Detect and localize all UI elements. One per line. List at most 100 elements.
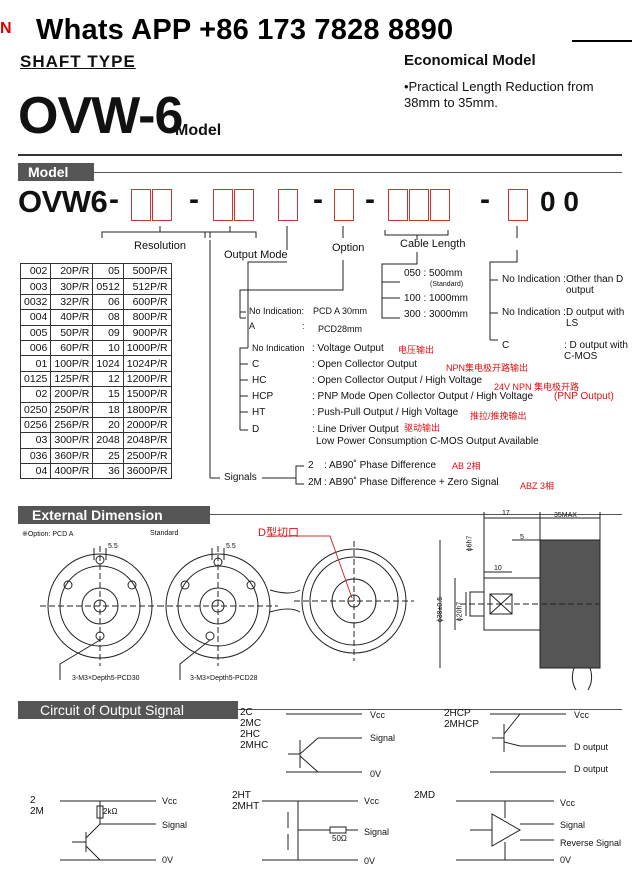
resolution-value: 1500P/R	[122, 386, 172, 403]
title-suffix: Model	[175, 122, 222, 139]
resolution-code: 15	[92, 386, 124, 403]
signal-label: Signal	[364, 827, 390, 837]
signal-2m-code: 2M	[308, 477, 322, 488]
vcc-label: Vcc	[370, 710, 386, 720]
code-box-res-4	[234, 189, 254, 221]
signal-label: Signal	[560, 820, 586, 830]
vcc-label: Vcc	[162, 796, 178, 806]
resolution-value: 2500P/R	[122, 447, 172, 465]
c1-code: 2MC	[240, 718, 262, 729]
resolution-code: 003	[19, 278, 52, 295]
resolution-value: 40P/R	[50, 309, 94, 326]
code-box-output	[278, 189, 298, 221]
resolution-value: 1200P/R	[122, 370, 172, 388]
end-noind-value: Other than D output	[566, 274, 624, 296]
cable-100: 100 : 1000mm	[404, 293, 468, 304]
output-mode-label: Output Mode	[224, 249, 288, 261]
d-output-label: D output	[574, 742, 609, 752]
signal-2m-cn: ABZ 3相	[520, 481, 555, 491]
reverse-signal-label: Reverse Signal	[560, 838, 622, 848]
banner-mark: N	[0, 20, 12, 37]
economical-model-heading: Economical Model	[404, 52, 536, 69]
resolution-code: 06	[92, 293, 124, 311]
om-desc: : PNP Mode Open Collector Output / High …	[312, 391, 534, 402]
external-header-line	[196, 514, 622, 515]
option-colon: :	[302, 321, 305, 331]
resolution-value: 2000P/R	[122, 416, 172, 434]
resolution-code: 0512	[92, 278, 124, 295]
vcc-label: Vcc	[364, 796, 380, 806]
resolution-value: 400P/R	[50, 463, 94, 480]
vcc-label: Vcc	[574, 710, 590, 720]
signal-label: Signal	[162, 820, 188, 830]
end-c-label: C	[502, 340, 510, 351]
code-box-cable-3	[430, 189, 450, 221]
r50-label: 50Ω	[332, 834, 347, 843]
om-cn: 推拉/推挽输出	[470, 411, 527, 421]
model-header-line	[84, 172, 622, 173]
code-box-option	[334, 189, 354, 221]
c4-code: 2MHT	[232, 801, 260, 812]
signal-2m-desc: : AB90˚ Phase Difference + Zero Signal	[324, 477, 499, 488]
resolution-code: 10	[92, 339, 124, 357]
resolution-value: 30P/R	[50, 278, 94, 295]
c4-codes: 2HT 2MHT	[232, 790, 259, 812]
code-dash: -	[109, 183, 119, 216]
dim-5-5-b: 5.5	[226, 543, 236, 550]
option-a-val: PCD28mm	[318, 324, 363, 334]
code-dash: -	[189, 183, 199, 216]
c5-code: 2MD	[414, 790, 436, 801]
resolution-code: 18	[92, 401, 124, 418]
end-noind2-label: No Indication :	[502, 307, 566, 318]
resolution-value: 2048P/R	[122, 432, 172, 449]
model-code-prefix: OVW6	[18, 184, 108, 219]
c3-code: 2M	[30, 806, 44, 817]
om-desc: : Voltage Output	[312, 343, 384, 354]
cable-300: 300 : 3000mm	[404, 309, 468, 320]
resolution-code: 20	[92, 416, 124, 434]
resolution-code: 0256	[19, 416, 52, 434]
signal-label: Signal	[370, 733, 396, 743]
resolution-value: 200P/R	[50, 386, 94, 403]
om-cn: 电压输出	[398, 345, 435, 355]
resolution-code: 04	[19, 463, 52, 480]
page-title: OVW-6	[18, 87, 183, 145]
resolution-value: 1800P/R	[122, 401, 172, 418]
om-desc: : Open Collector Output	[312, 359, 418, 370]
resolution-value: 125P/R	[50, 370, 94, 388]
c1-code: 2HC	[240, 729, 261, 740]
signal-2-code: 2	[308, 460, 314, 471]
code-box-res-2	[152, 189, 172, 221]
resolution-code: 03	[19, 432, 52, 449]
resolution-value: 600P/R	[122, 293, 172, 311]
c1-code: 2MHC	[240, 740, 269, 751]
cable-standard: (Standard)	[430, 281, 464, 288]
code-box-cable-1	[388, 189, 408, 221]
om-code: HC	[252, 375, 267, 386]
economical-model-desc: •Practical Length Reduction from 38mm to…	[404, 79, 594, 110]
resolution-code: 05	[92, 262, 124, 280]
whatsapp-banner: Whats APP +86 173 7828 8890	[36, 14, 454, 46]
resolution-code: 36	[92, 463, 124, 480]
end-noind-label: No Indication :	[502, 274, 566, 285]
vcc-label: Vcc	[560, 798, 576, 808]
standard-note: Standard	[150, 530, 179, 537]
dim-35max: 35MAX	[554, 512, 577, 519]
resolution-label: Resolution	[134, 240, 186, 252]
code-dash: -	[313, 183, 323, 216]
cable-050: 050 : 500mm	[404, 268, 463, 279]
resolution-code: 005	[19, 324, 52, 341]
c1-codes: 2C 2MC 2HC 2MHC	[240, 707, 268, 751]
om-code: No Indication	[252, 343, 305, 353]
shaft-type-label: SHAFT TYPE	[20, 52, 136, 71]
om-code: HT	[252, 407, 266, 418]
